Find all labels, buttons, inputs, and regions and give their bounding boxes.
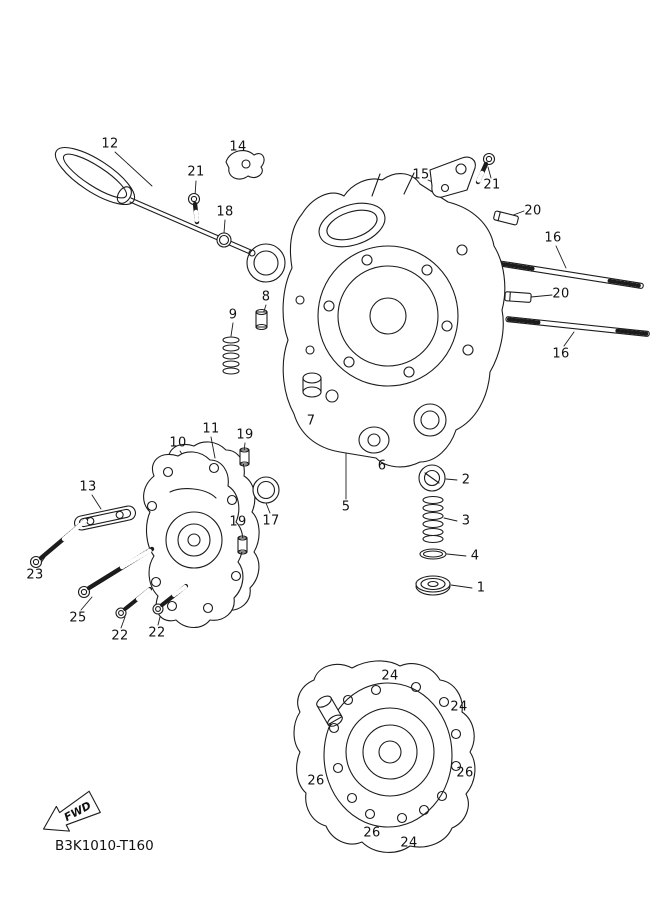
part-collar-20-upper — [493, 210, 519, 226]
part-cap-1 — [415, 575, 451, 596]
part-plate-13 — [73, 505, 137, 531]
part-bolt-21-right — [475, 152, 496, 185]
part-bolt-25 — [77, 546, 155, 599]
part-bushing-6 — [358, 426, 390, 454]
part-seal-17 — [252, 476, 280, 504]
part-spring-9 — [222, 336, 240, 375]
part-plug-2 — [418, 464, 446, 492]
part-collar-8 — [255, 308, 268, 331]
diagram-code: B3K1010-T160 — [55, 838, 154, 854]
part-bolt-22-right — [152, 584, 188, 615]
part-bracket-15 — [429, 156, 476, 198]
part-oring-18 — [216, 232, 232, 248]
part-crankcase-half-bottom — [293, 660, 476, 853]
part-dipstick-12 — [54, 147, 256, 257]
part-oring-4 — [419, 548, 447, 560]
part-cover-10 — [143, 451, 244, 629]
part-crankcase-main — [246, 172, 506, 468]
part-stud-bolt-16-lower — [505, 316, 650, 337]
part-bolt-23 — [29, 517, 89, 569]
part-spring-3 — [422, 495, 444, 544]
part-bolt-22-left — [115, 587, 152, 619]
part-collar-19-lower — [237, 535, 248, 555]
part-bolt-21-left — [187, 192, 201, 225]
part-collar-20-lower — [504, 291, 532, 303]
part-stud-bolt-16-upper — [496, 260, 644, 289]
part-collar-19-upper — [239, 447, 250, 467]
fwd-arrow: FWD — [42, 790, 101, 832]
part-bracket-14 — [225, 149, 265, 180]
